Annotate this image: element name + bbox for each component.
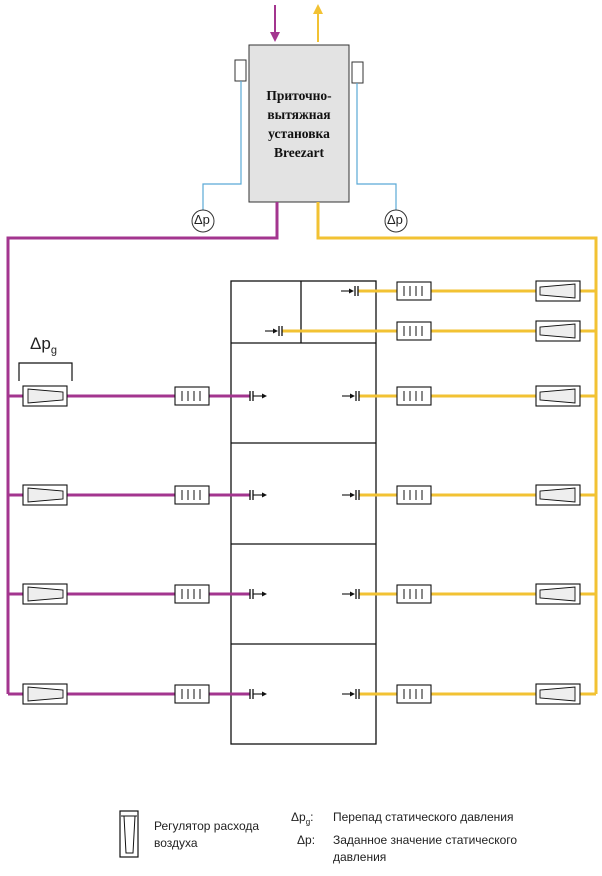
- exhaust-grille-1: [341, 286, 359, 296]
- exhaust-dp-label: Δp: [387, 212, 403, 227]
- supply-regulator-4: [22, 683, 68, 705]
- exhaust-regulator-1: [535, 280, 581, 302]
- supply-inlet-arrow: [270, 5, 280, 42]
- legend-regulator-line1: Регулятор расхода: [154, 819, 260, 833]
- exhaust-outlet-arrow: [313, 4, 323, 42]
- ahu-title: Приточно- вытяжная установка Breezart: [250, 86, 348, 162]
- supply-diffuser-2: [249, 490, 267, 500]
- supply-diffuser-4: [249, 689, 267, 699]
- exhaust-grille-3: [342, 391, 360, 401]
- legend-regulator-icon: [119, 810, 139, 858]
- exhaust-regulator-2: [535, 320, 581, 342]
- supply-dp-label: Δp: [194, 212, 210, 227]
- group-dp-subscript: g: [50, 344, 57, 357]
- group-dp-label: Δpg: [30, 334, 57, 356]
- supply-diffuser-1: [249, 391, 267, 401]
- exhaust-silencer-6: [396, 684, 432, 704]
- ahu-title-line3: установка: [268, 126, 330, 141]
- exhaust-main-duct: [316, 202, 598, 694]
- exhaust-regulator-4: [535, 484, 581, 506]
- exhaust-silencer-4: [396, 485, 432, 505]
- legend-dp-line2: давления: [333, 850, 387, 864]
- building-floorplan: [230, 280, 377, 745]
- exhaust-silencer-3: [396, 386, 432, 406]
- exhaust-silencer-2: [396, 321, 432, 341]
- exhaust-regulator-3: [535, 385, 581, 407]
- group-dp-bracket: [18, 362, 73, 381]
- supply-regulator-2: [22, 484, 68, 506]
- supply-main-duct: [6, 202, 279, 694]
- legend-dpg-symbol: Δpg:: [291, 810, 314, 827]
- supply-dp-sensor: [191, 209, 215, 233]
- supply-silencer-4: [174, 684, 210, 704]
- ahu-right-sensor: [351, 61, 364, 84]
- legend-dp-text: Заданное значение статического давления: [333, 832, 517, 866]
- exhaust-grille-4: [342, 490, 360, 500]
- exhaust-dp-sensor: [384, 209, 408, 233]
- supply-regulator-3: [22, 583, 68, 605]
- ahu-title-line1: Приточно-: [266, 88, 332, 103]
- supply-diffuser-3: [249, 589, 267, 599]
- supply-silencer-2: [174, 485, 210, 505]
- legend-dp-symbol: Δp:: [297, 833, 316, 847]
- exhaust-silencer-5: [396, 584, 432, 604]
- ahu-box: [248, 44, 350, 203]
- exhaust-grille-5: [342, 589, 360, 599]
- exhaust-grille-6: [342, 689, 360, 699]
- exhaust-regulator-5: [535, 583, 581, 605]
- supply-silencer-1: [174, 386, 210, 406]
- legend-regulator-label: Регулятор расхода воздуха: [154, 818, 259, 852]
- legend-regulator-line2: воздуха: [154, 836, 198, 850]
- legend-dp-line1: Заданное значение статического: [333, 833, 518, 847]
- group-dp-symbol: Δp: [30, 334, 51, 353]
- exhaust-sensor-line: [356, 83, 397, 210]
- exhaust-grille-2: [265, 326, 283, 336]
- ahu-title-line2: вытяжная: [267, 107, 331, 122]
- supply-silencer-3: [174, 584, 210, 604]
- supply-regulator-1: [22, 385, 68, 407]
- ahu-left-sensor: [234, 59, 247, 82]
- exhaust-silencer-1: [396, 281, 432, 301]
- supply-sensor-line: [202, 81, 242, 210]
- legend-dpg-text: Перепад статического давления: [333, 810, 514, 824]
- exhaust-regulator-6: [535, 683, 581, 705]
- ahu-title-line4: Breezart: [274, 145, 324, 160]
